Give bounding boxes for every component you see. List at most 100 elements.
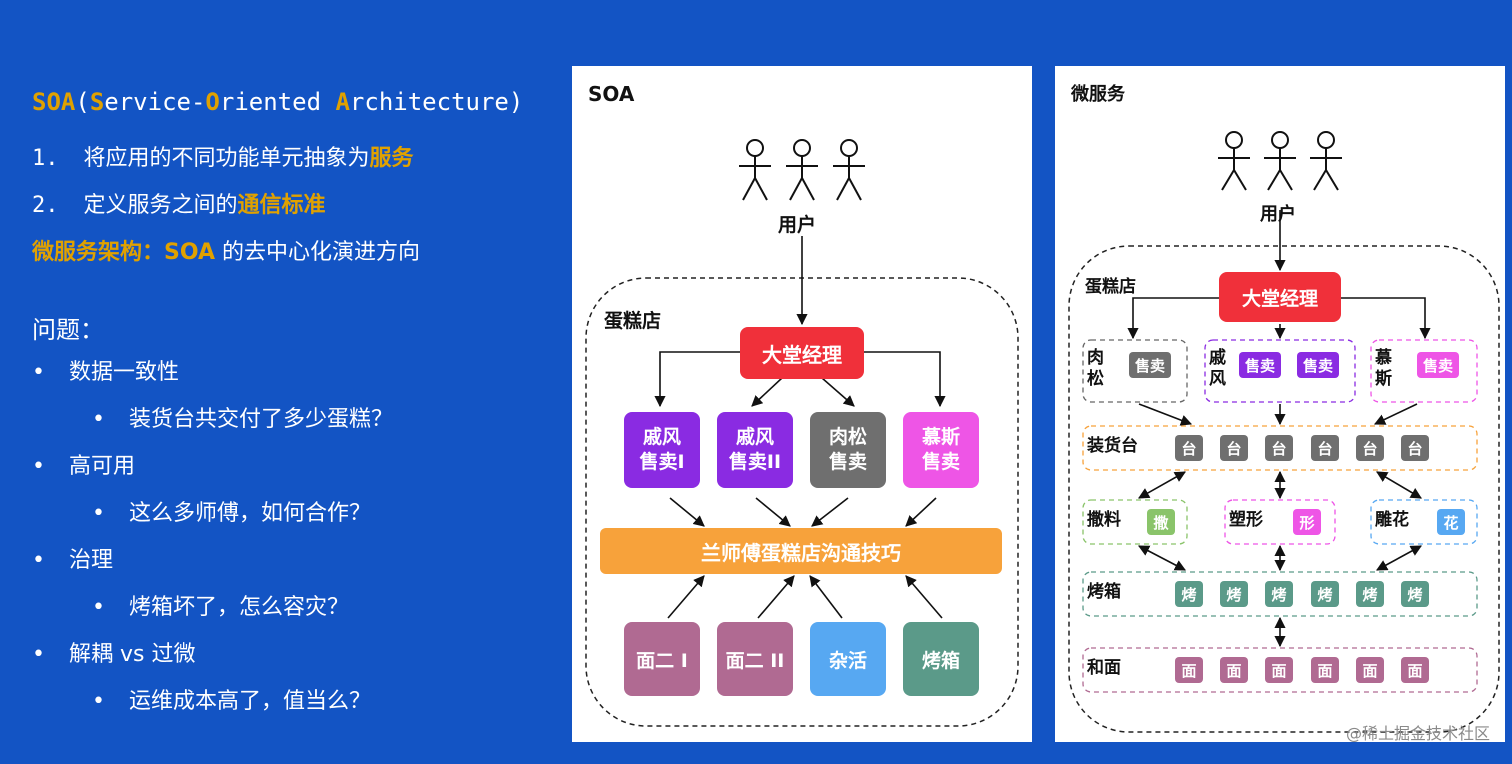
soa-user-figures	[739, 139, 865, 201]
problem-item: •数据一致性	[32, 354, 179, 386]
micro-stage-chip: 形	[1293, 509, 1321, 535]
title-rchitecture: rchitecture)	[349, 88, 524, 116]
bullet-dot: •	[92, 407, 105, 432]
micro-dough-chip: 面	[1356, 657, 1384, 683]
micro-stage-label: 撒料	[1087, 510, 1121, 530]
micro-dock-chip: 台	[1220, 435, 1248, 461]
problem-item: • 解耦 vs 过微	[32, 636, 195, 668]
micro-dough-chip: 面	[1220, 657, 1248, 683]
soa-seller-box: 慕斯售卖	[903, 412, 979, 488]
user-figure-icon	[1218, 131, 1250, 191]
problem-item: • 高可用	[32, 448, 135, 480]
micro-oven-label: 烤箱	[1087, 582, 1121, 602]
micro-oven-chip: 烤	[1220, 581, 1248, 607]
micro-panel-title: 微服务	[1071, 84, 1125, 105]
group-name-char: 肉	[1087, 348, 1104, 368]
title-riented: riented	[219, 88, 336, 116]
title-ervice: ervice-	[104, 88, 206, 116]
micro-oven-chip: 烤	[1175, 581, 1203, 607]
point-2: 2. 定义服务之间的通信标准	[32, 187, 326, 219]
micro-shop-label: 蛋糕店	[1085, 277, 1136, 297]
micro-sale-chip: 售卖	[1417, 352, 1459, 378]
microservice-text: 的去中心化演进方向	[214, 240, 420, 265]
group-name-char: 戚	[1209, 348, 1226, 368]
microservice-em: 微服务架构：SOA	[32, 240, 215, 265]
micro-user-figures	[1218, 131, 1342, 191]
micro-stage-label: 雕花	[1375, 510, 1409, 530]
group-name-char: 慕	[1375, 348, 1392, 368]
problem-text: 解耦 vs 过微	[68, 642, 196, 667]
micro-stage-chip: 撒	[1147, 509, 1175, 535]
point-2-num: 2.	[32, 193, 59, 218]
seller-line-1: 肉松	[828, 426, 867, 449]
micro-group-frames	[1082, 339, 1478, 693]
micro-connectors	[1068, 131, 1500, 733]
point-2-em: 通信标准	[237, 193, 326, 218]
problem-subitem: •烤箱坏了，怎么容灾？	[92, 589, 349, 621]
title-paren: (	[75, 88, 90, 116]
micro-manager-box: 大堂经理	[1219, 272, 1341, 322]
problem-item: • 治理	[32, 542, 113, 574]
point-1: 1. 将应用的不同功能单元抽象为服务	[32, 140, 414, 172]
seller-line-2: 售卖	[828, 451, 867, 473]
micro-group-name: 慕斯	[1375, 348, 1392, 391]
user-figure-icon	[739, 139, 771, 201]
soa-user-label: 用户	[778, 214, 817, 236]
point-1-text: 将应用的不同功能单元抽象为	[83, 146, 370, 171]
micro-oven-chip: 烤	[1401, 581, 1429, 607]
micro-group-name: 戚风	[1209, 348, 1226, 391]
seller-line-2: 售卖	[921, 451, 960, 473]
soa-seller-box: 戚风售卖I	[624, 412, 700, 488]
problem-text: 治理	[68, 548, 113, 573]
problems-heading: 问题：	[32, 316, 104, 344]
bullet-dot: •	[92, 689, 105, 714]
point-1-em: 服务	[369, 146, 414, 171]
problem-subitem: •运维成本高了，值当么？	[92, 683, 371, 715]
micro-dock-chip: 台	[1401, 435, 1429, 461]
soa-worker-box: 面二 II	[717, 622, 793, 696]
micro-sale-chip: 售卖	[1129, 352, 1171, 378]
problem-text: 高可用	[68, 454, 135, 479]
soa-worker-box: 面二 I	[624, 622, 700, 696]
bullet-dot: •	[32, 360, 45, 385]
micro-dock-chip: 台	[1175, 435, 1203, 461]
soa-worker-box: 烤箱	[903, 622, 979, 696]
point-2-text: 定义服务之间的	[83, 193, 238, 218]
seller-line-1: 慕斯	[921, 426, 960, 449]
title-o: O	[205, 88, 220, 116]
soa-bus-box: 兰师傅蛋糕店沟通技巧	[600, 528, 1002, 574]
micro-stage-label: 塑形	[1229, 510, 1263, 530]
title-s: S	[89, 88, 105, 116]
bullet-dot: •	[32, 548, 45, 573]
user-figure-icon	[786, 139, 818, 201]
seller-line-1: 戚风	[735, 426, 774, 449]
micro-oven-chip: 烤	[1356, 581, 1384, 607]
micro-dock-chip: 台	[1356, 435, 1384, 461]
group-name-char: 风	[1209, 369, 1226, 390]
title-a: A	[335, 88, 350, 116]
user-figure-icon	[833, 139, 865, 201]
micro-arrows	[1127, 210, 1431, 648]
group-name-char: 斯	[1375, 369, 1392, 390]
bullet-dot: •	[32, 454, 45, 479]
problem-subtext: 烤箱坏了，怎么容灾？	[128, 595, 349, 620]
soa-arrows	[654, 236, 946, 619]
micro-shop-boundary	[1068, 245, 1500, 733]
micro-stage-chip: 花	[1437, 509, 1465, 535]
title-soa: SOA	[32, 88, 76, 116]
microservice-line: 微服务架构：SOA 的去中心化演进方向	[32, 234, 420, 266]
soa-title: SOA(Service-Oriented Architecture)	[32, 88, 523, 116]
bullet-dot: •	[32, 642, 45, 667]
bullet-dot: •	[92, 501, 105, 526]
soa-connectors	[585, 139, 1019, 727]
micro-dock-chip: 台	[1311, 435, 1339, 461]
group-name-char: 松	[1087, 369, 1104, 390]
micro-loading-label: 装货台	[1087, 436, 1138, 456]
soa-seller-box: 肉松售卖	[810, 412, 886, 488]
micro-dock-chip: 台	[1265, 435, 1293, 461]
micro-dough-label: 和面	[1087, 658, 1121, 678]
soa-shop-label: 蛋糕店	[604, 310, 662, 332]
problem-subtext: 这么多师傅，如何合作？	[128, 501, 371, 526]
watermark: @稀土掘金技术社区	[1345, 724, 1490, 743]
